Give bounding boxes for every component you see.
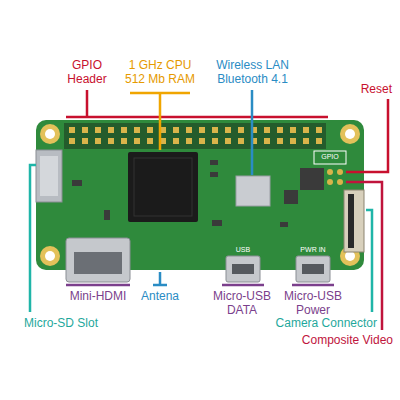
part-label: Micro-USB Power <box>278 289 348 317</box>
composite-pad <box>327 179 333 185</box>
silkscreen-label: PWR IN <box>290 245 336 254</box>
camera-connector-slot <box>348 194 354 248</box>
silkscreen-box <box>314 151 346 164</box>
silkscreen-label: GPIO <box>316 152 344 161</box>
reset-pad <box>337 169 343 175</box>
silkscreen-label: USB <box>228 245 258 254</box>
usb-power-opening <box>302 264 324 274</box>
camera-connector <box>344 190 364 252</box>
part-label: Composite Video <box>288 333 393 347</box>
small-components <box>72 160 324 227</box>
sd-leader <box>30 165 36 312</box>
usb-data-opening <box>232 264 254 274</box>
part-label: 1 GHz CPU 512 Mb RAM <box>118 58 202 86</box>
gpio-pins <box>68 126 326 148</box>
reset-leader <box>346 99 388 172</box>
cpu-chip-edge <box>134 158 192 216</box>
gpio-header <box>64 123 326 149</box>
wireless-leader <box>251 90 254 175</box>
mini-hdmi-connector <box>66 238 130 282</box>
usb-power-underline <box>292 284 334 287</box>
part-label: Micro-SD Slot <box>24 316 128 330</box>
camera-leader <box>366 210 372 312</box>
mini-hdmi-opening <box>74 252 122 274</box>
usb-data-underline <box>222 284 264 287</box>
cpu-leader <box>130 93 190 150</box>
reset-pad <box>327 169 333 175</box>
cpu-chip <box>128 152 198 222</box>
composite-pad <box>337 179 343 185</box>
gpio-bracket <box>66 90 328 117</box>
part-label: Reset <box>348 82 392 96</box>
usb-data-connector <box>226 256 260 282</box>
sd-slot-inner <box>40 156 58 196</box>
sd-slot <box>36 150 62 202</box>
part-label: Wireless LAN Bluetooth 4.1 <box>205 58 300 86</box>
usb-power-connector <box>296 256 330 282</box>
part-label: Antena <box>130 289 190 303</box>
part-label: GPIO Header <box>62 58 112 86</box>
part-label: Camera Connector <box>258 316 377 330</box>
hdmi-underline <box>66 284 130 287</box>
antenna-marker <box>153 272 167 285</box>
composite-leader <box>346 182 382 330</box>
part-label: Mini-HDMI <box>58 289 138 303</box>
wireless-chip <box>236 176 270 206</box>
part-label: Micro-USB DATA <box>207 289 277 317</box>
